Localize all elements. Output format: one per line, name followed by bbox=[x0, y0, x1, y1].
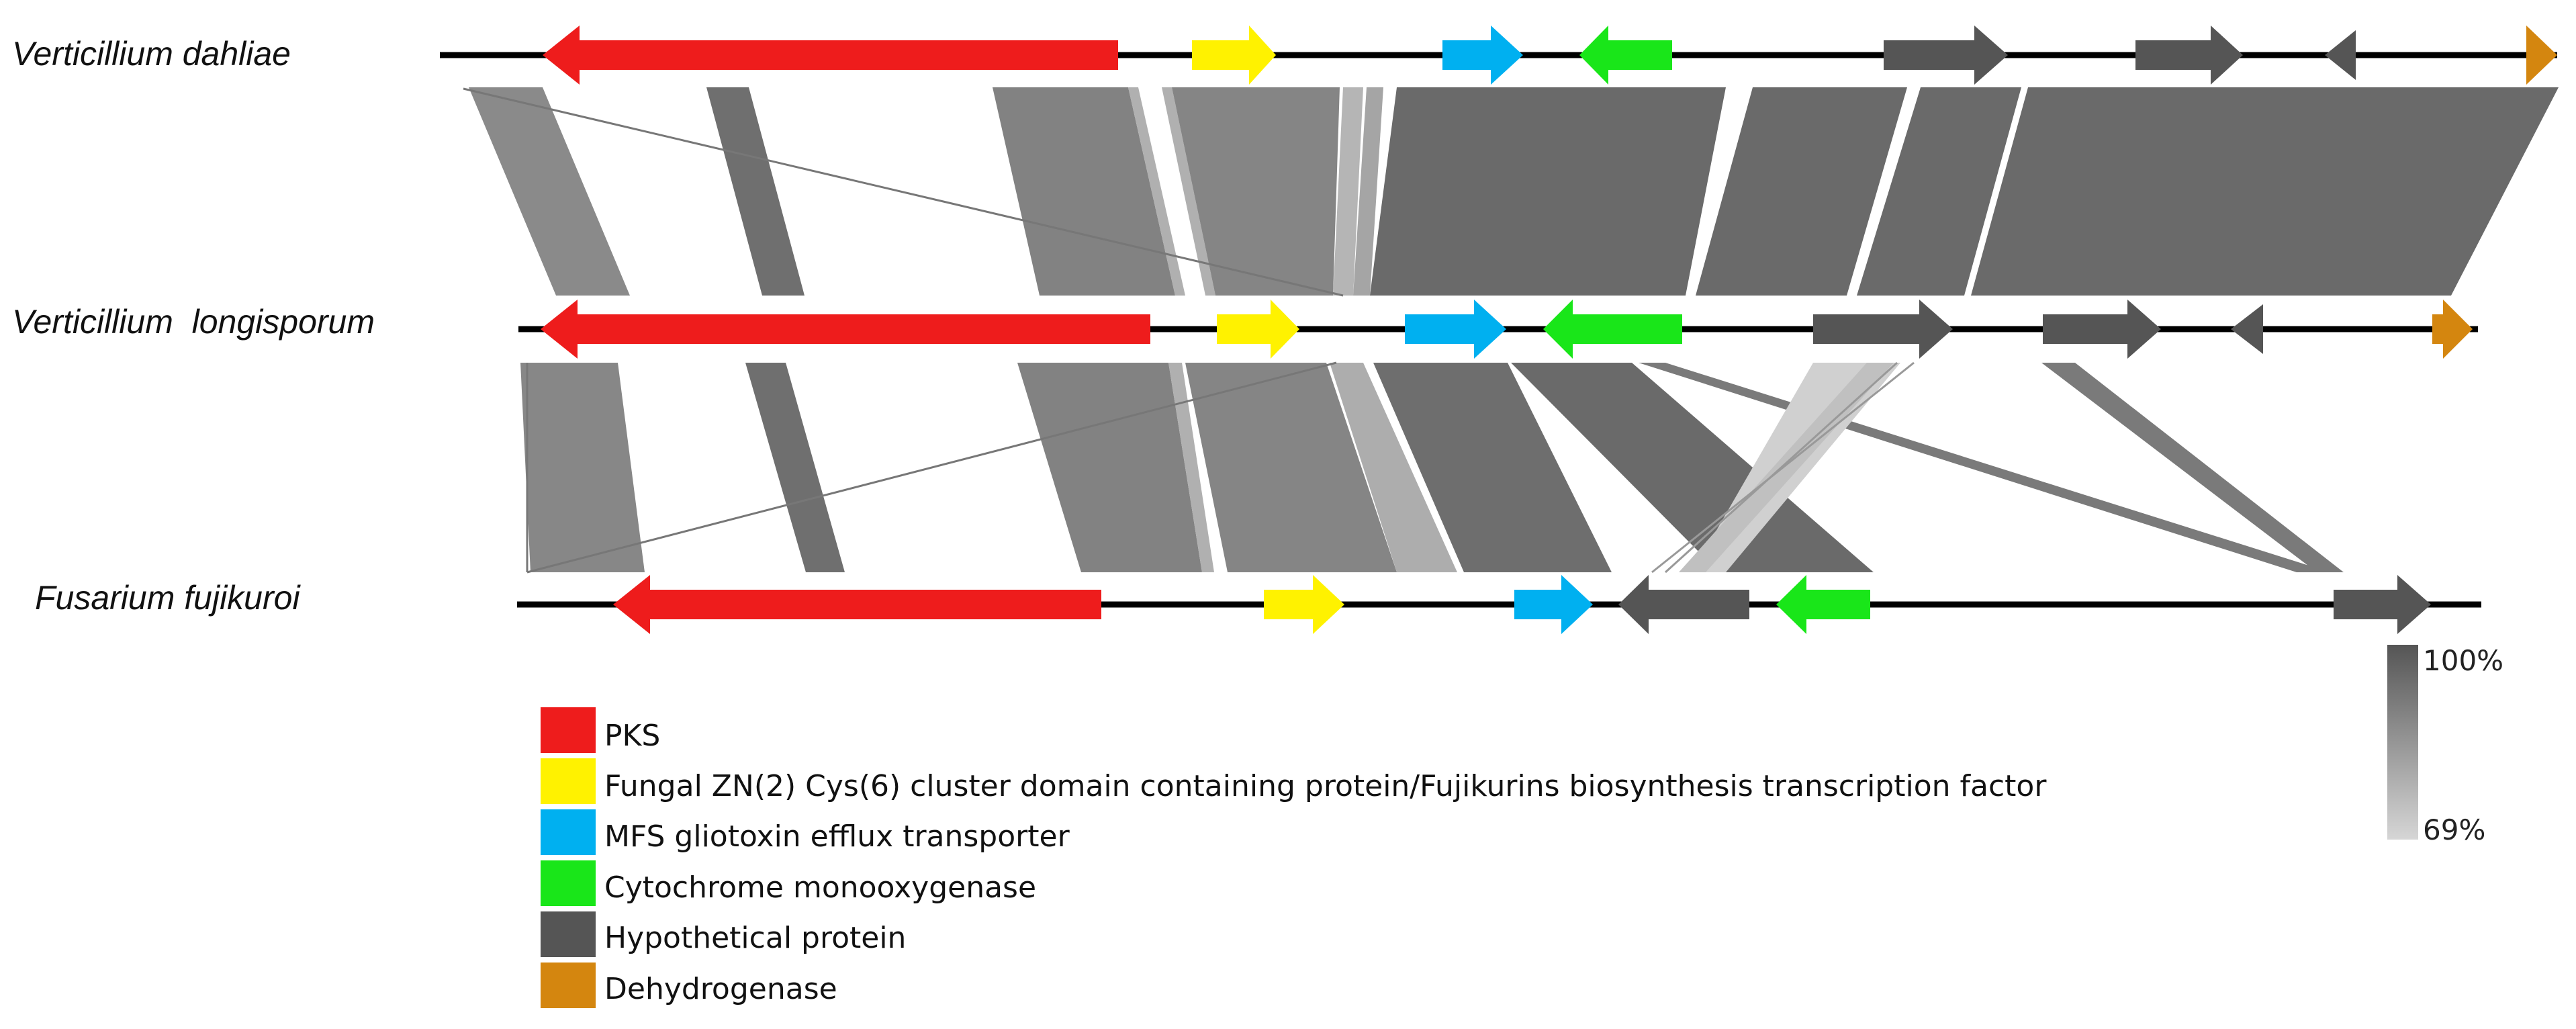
mfs-gene-arrow bbox=[1514, 575, 1593, 634]
legend-swatch-cytochrome bbox=[541, 860, 596, 906]
homology-link bbox=[1333, 87, 1363, 296]
legend-swatch-pks bbox=[541, 707, 596, 753]
genome-track-longisporum bbox=[518, 300, 2478, 359]
species-label-fujikuroi: Fusarium fujikuroi bbox=[35, 579, 301, 617]
zn-cys-gene-arrow bbox=[1192, 26, 1276, 85]
homology-link bbox=[1370, 87, 1726, 296]
legend-swatch-hypothetical bbox=[541, 911, 596, 957]
dehydrogenase-gene-arrow bbox=[2526, 26, 2557, 85]
homology-link bbox=[1971, 87, 2559, 296]
homology-link bbox=[1168, 363, 1214, 572]
homology-link bbox=[1373, 363, 1612, 572]
hypothetical-gene-arrow bbox=[2334, 575, 2431, 634]
homology-link bbox=[520, 363, 645, 572]
homology-link bbox=[469, 87, 630, 296]
hypothetical-gene-arrow bbox=[2043, 300, 2161, 359]
homology-link bbox=[1353, 87, 1383, 296]
homology-link bbox=[1857, 87, 2021, 296]
legend-swatch-zn-cys bbox=[541, 758, 596, 804]
legend-item-cytochrome: Cytochrome monooxygenase bbox=[541, 860, 1036, 906]
legend-item-zn-cys: Fungal ZN(2) Cys(6) cluster domain conta… bbox=[541, 758, 2047, 804]
mfs-gene-arrow bbox=[1405, 300, 1506, 359]
homology-link bbox=[1511, 363, 1874, 572]
legend-label-zn-cys: Fungal ZN(2) Cys(6) cluster domain conta… bbox=[604, 769, 2047, 803]
hypothetical-gene-arrow bbox=[2325, 30, 2356, 80]
legend-item-pks: PKS bbox=[541, 707, 660, 753]
mfs-gene-arrow bbox=[1442, 26, 1523, 85]
homology-link bbox=[1017, 363, 1202, 572]
homology-link-thin bbox=[1664, 361, 1898, 574]
homology-links-bottom bbox=[520, 361, 2344, 574]
cytochrome-gene-arrow bbox=[1543, 300, 1682, 359]
homology-link-thin bbox=[526, 361, 1337, 574]
hypothetical-gene-arrow bbox=[2135, 26, 2243, 85]
pks-gene-arrow bbox=[543, 26, 1118, 85]
homology-link-thin bbox=[463, 87, 1344, 297]
homology-link bbox=[1696, 87, 1907, 296]
homology-link bbox=[1330, 363, 1457, 572]
legend-label-dehydrogenase: Dehydrogenase bbox=[604, 972, 837, 1006]
legend-item-mfs: MFS gliotoxin efflux transporter bbox=[541, 809, 1070, 855]
hypothetical-gene-arrow bbox=[2231, 304, 2263, 354]
homology-link bbox=[1162, 87, 1215, 296]
homology-link bbox=[1172, 87, 1340, 296]
hypothetical-gene-arrow bbox=[1813, 300, 1953, 359]
legend-item-dehydrogenase: Dehydrogenase bbox=[541, 963, 837, 1008]
hypothetical-gene-arrow bbox=[1618, 575, 1749, 634]
identity-scale: 100% 69% bbox=[2387, 644, 2503, 846]
homology-link-thin bbox=[1651, 361, 1915, 574]
species-label-dahliae: Verticillium dahliae bbox=[12, 35, 291, 73]
hypothetical-gene-arrow bbox=[1884, 26, 2008, 85]
pks-gene-arrow bbox=[613, 575, 1101, 634]
legend-label-mfs: MFS gliotoxin efflux transporter bbox=[604, 819, 1070, 854]
legend-item-hypothetical: Hypothetical protein bbox=[541, 911, 906, 957]
homology-links-top bbox=[463, 87, 2559, 297]
legend-label-pks: PKS bbox=[604, 719, 660, 753]
identity-gradient-bar bbox=[2387, 645, 2418, 840]
homology-link bbox=[993, 87, 1175, 296]
cytochrome-gene-arrow bbox=[1776, 575, 1870, 634]
identity-max-label: 100% bbox=[2423, 644, 2503, 677]
identity-min-label: 69% bbox=[2423, 813, 2485, 846]
homology-link bbox=[1128, 87, 1185, 296]
legend-swatch-mfs bbox=[541, 809, 596, 855]
genome-track-fujikuroi bbox=[517, 575, 2481, 634]
homology-link bbox=[745, 363, 845, 572]
legend-label-hypothetical: Hypothetical protein bbox=[604, 921, 906, 955]
legend-swatch-dehydrogenase bbox=[541, 963, 596, 1008]
homology-link bbox=[1185, 363, 1397, 572]
homology-link bbox=[706, 87, 804, 296]
species-label-longisporum: Verticillium longisporum bbox=[12, 303, 375, 341]
zn-cys-gene-arrow bbox=[1217, 300, 1299, 359]
zn-cys-gene-arrow bbox=[1264, 575, 1344, 634]
homology-link bbox=[2041, 363, 2344, 572]
legend: PKS Fungal ZN(2) Cys(6) cluster domain c… bbox=[541, 707, 2047, 1008]
genome-track-dahliae bbox=[440, 26, 2557, 85]
legend-label-cytochrome: Cytochrome monooxygenase bbox=[604, 870, 1036, 905]
pks-gene-arrow bbox=[541, 300, 1150, 359]
dehydrogenase-gene-arrow bbox=[2432, 300, 2473, 359]
cytochrome-gene-arrow bbox=[1579, 26, 1672, 85]
